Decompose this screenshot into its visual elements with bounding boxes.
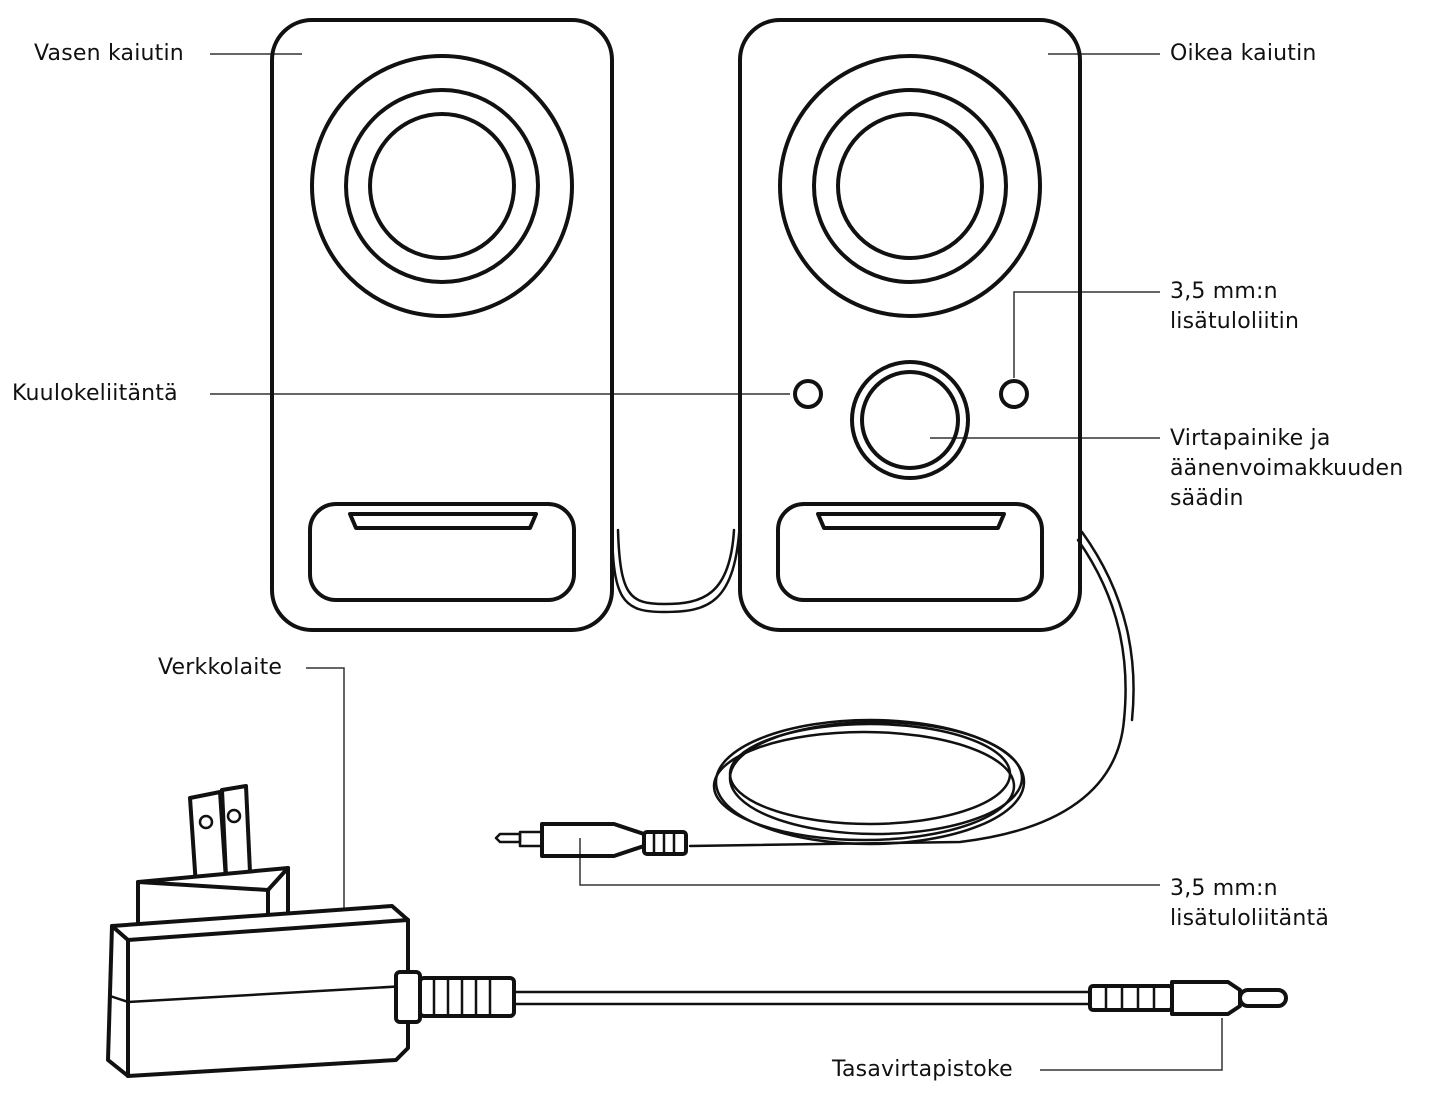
- volume-knob-outer: [850, 360, 970, 480]
- right-woofer-cone: [836, 112, 984, 260]
- label-aux-in-plug: 3,5 mm:n lisätuloliitäntä: [1170, 876, 1330, 931]
- leader-power-adapter: [306, 667, 345, 924]
- label-dc-plug: Tasavirtapistoke: [832, 1057, 1013, 1082]
- right-bass-port: [776, 502, 1044, 602]
- right-woofer-mid-ring: [812, 88, 1008, 284]
- label-left-speaker: Vasen kaiutin: [34, 41, 184, 66]
- label-aux-in-port: 3,5 mm:n lisätuloliitin: [1170, 279, 1300, 334]
- adapter-cable-boot: [394, 970, 422, 1024]
- headphone-jack-hole: [793, 379, 823, 409]
- speaker-link-cable-inner: [616, 528, 736, 606]
- adapter-prong-front: [188, 790, 228, 888]
- right-woofer-outer-ring: [778, 54, 1042, 318]
- label-right-speaker: Oikea kaiutin: [1170, 41, 1317, 66]
- label-headphone-jack: Kuulokeliitäntä: [12, 381, 178, 406]
- leader-aux-in-plug: [579, 838, 1160, 886]
- adapter-body: [106, 904, 410, 1078]
- right-speaker: [738, 18, 1082, 632]
- dc-plug: [1088, 980, 1288, 1016]
- leader-lines: [210, 53, 1223, 1071]
- adapter-prong-back: [220, 784, 252, 878]
- left-woofer-cone: [368, 112, 516, 260]
- right-bass-port-slot: [816, 512, 1006, 530]
- left-woofer-mid-ring: [344, 88, 540, 284]
- aux-in-plug: [494, 822, 688, 858]
- left-woofer-outer-ring: [310, 54, 574, 318]
- volume-knob-inner: [860, 370, 960, 470]
- leader-aux-in-port: [1013, 291, 1160, 378]
- power-adapter: [106, 784, 1092, 1078]
- speaker-link-cable: [610, 518, 742, 614]
- left-bass-port-slot: [348, 512, 538, 530]
- label-power-volume: Virtapainike ja äänenvoimakkuuden säädin: [1170, 426, 1404, 511]
- left-speaker: [270, 18, 614, 632]
- aux-in-port-hole: [999, 379, 1029, 409]
- label-power-adapter: Verkkolaite: [158, 655, 283, 680]
- leader-dc-plug: [1040, 1018, 1223, 1071]
- left-bass-port: [308, 502, 576, 602]
- audio-cable-coil: [688, 530, 1135, 848]
